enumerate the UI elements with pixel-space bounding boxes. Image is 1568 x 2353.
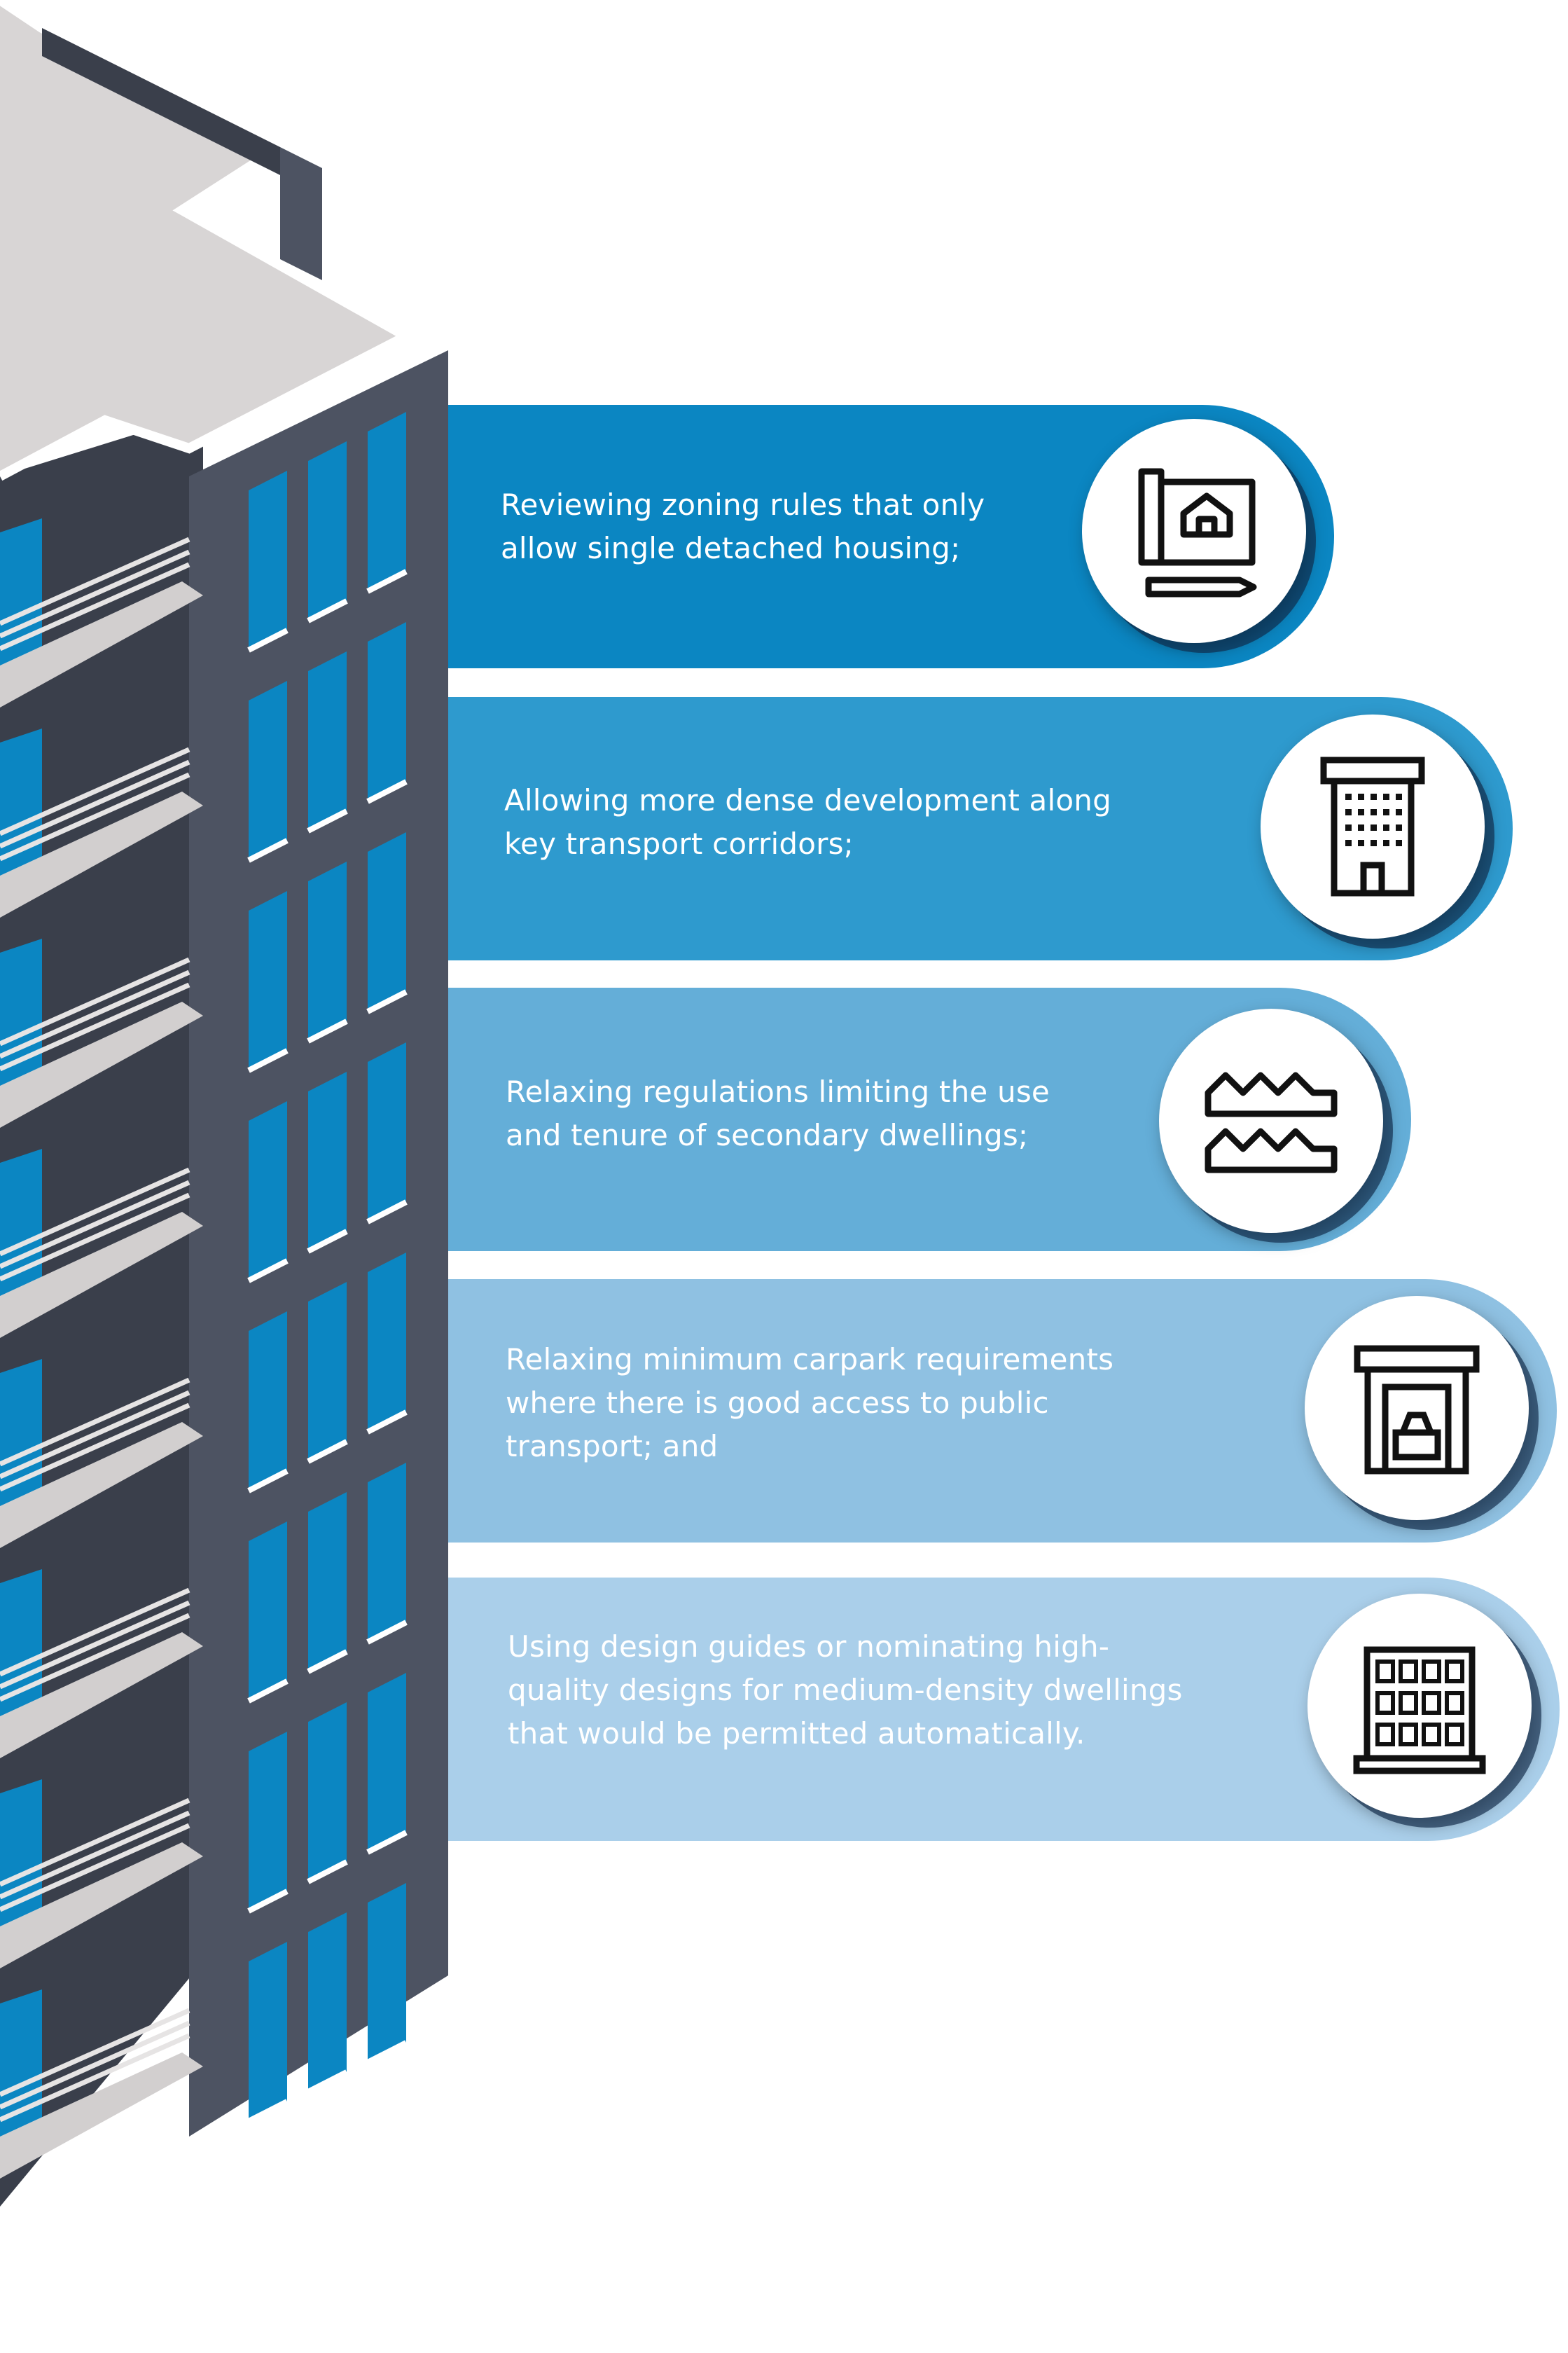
balcony-rail <box>0 562 190 651</box>
icon-badge <box>1307 1594 1532 1818</box>
window-sill <box>247 1258 289 1283</box>
balcony-rail <box>0 537 190 626</box>
window <box>308 441 347 621</box>
window <box>308 1072 347 1251</box>
balcony-rail <box>0 1587 190 1677</box>
window-sill <box>307 1019 348 1044</box>
balcony-rail <box>0 2008 190 2097</box>
balcony-rail <box>0 2020 190 2110</box>
balcony <box>0 1422 203 1548</box>
icon-badge <box>1261 715 1485 939</box>
balcony-rail <box>0 970 190 1059</box>
window <box>368 1463 406 1642</box>
balcony-rail <box>0 1797 190 1887</box>
window <box>249 471 287 650</box>
balcony-rail <box>0 772 190 862</box>
window-sill <box>247 1889 289 1914</box>
window <box>368 1042 406 1222</box>
window-sill <box>366 1199 408 1224</box>
window <box>368 832 406 1012</box>
policy-text: Relaxing minimum carpark requirements wh… <box>506 1342 1114 1463</box>
window-sill <box>247 1678 289 1704</box>
window-sill <box>366 2040 408 2065</box>
balcony-rail <box>0 957 190 1047</box>
window <box>368 1883 406 2062</box>
window <box>308 862 347 1041</box>
window-sill <box>307 1859 348 1884</box>
window-sill <box>366 1830 408 1855</box>
balcony <box>0 2052 203 2179</box>
window-sill <box>307 598 348 623</box>
window-sill <box>366 989 408 1014</box>
balcony-rail <box>0 759 190 849</box>
window-sill <box>307 808 348 834</box>
window-sill <box>307 1649 348 1674</box>
window-sill <box>366 569 408 594</box>
window <box>308 1702 347 1882</box>
window <box>249 1521 287 1701</box>
window <box>308 1492 347 1671</box>
balcony-rail <box>0 1613 190 1702</box>
window-sill <box>366 1620 408 1645</box>
window <box>308 1912 347 2092</box>
balcony-rail <box>0 747 190 836</box>
policy-text: Allowing more dense development along ke… <box>504 783 1111 861</box>
window-sill <box>247 1048 289 1073</box>
policy-text: Relaxing regulations limiting the use an… <box>506 1075 1050 1152</box>
row-houses-icon <box>1205 1072 1338 1173</box>
window <box>249 1732 287 1911</box>
balcony-rail <box>0 549 190 639</box>
balcony <box>0 581 203 708</box>
window-sill <box>247 838 289 863</box>
window <box>368 412 406 591</box>
window <box>249 681 287 860</box>
balcony-rail <box>0 1810 190 1900</box>
window <box>249 1942 287 2121</box>
garage-icon <box>1354 1345 1480 1475</box>
balcony-rail <box>0 982 190 1072</box>
building-illustration <box>0 0 448 2207</box>
apartment-block-icon <box>1353 1646 1486 1774</box>
window <box>249 1311 287 1491</box>
balcony <box>0 1632 203 1758</box>
window-sill <box>307 2069 348 2095</box>
balcony <box>0 1002 203 1128</box>
window <box>249 891 287 1070</box>
window <box>249 1101 287 1281</box>
balcony-rail <box>0 1402 190 1492</box>
window <box>368 1253 406 1432</box>
window <box>308 1282 347 1461</box>
icon-badge <box>1305 1296 1529 1520</box>
balcony-rail <box>0 1192 190 1282</box>
window-sill <box>247 2099 289 2124</box>
balcony-rail <box>0 1377 190 1467</box>
balcony <box>0 1212 203 1338</box>
window-sill <box>307 1229 348 1254</box>
window <box>308 651 347 831</box>
window-sill <box>366 779 408 804</box>
window-sill <box>307 1439 348 1464</box>
balcony-rail <box>0 1823 190 1912</box>
window <box>368 622 406 801</box>
policy-text: Using design guides or nominating high- … <box>508 1629 1183 1751</box>
balcony-rail <box>0 2033 190 2123</box>
icon-badge <box>1159 1009 1383 1233</box>
window-sill <box>366 1409 408 1435</box>
office-building-icon <box>1320 757 1425 897</box>
icon-badge <box>1082 419 1306 643</box>
balcony-rail <box>0 1167 190 1257</box>
window-sill <box>247 628 289 653</box>
balcony <box>0 1842 203 1968</box>
window-sill <box>247 1468 289 1493</box>
balcony-rail <box>0 1600 190 1690</box>
balcony-rail <box>0 1180 190 1269</box>
policy-text: Reviewing zoning rules that only allow s… <box>501 488 985 565</box>
blueprint-house-icon <box>1138 468 1257 598</box>
balcony <box>0 792 203 918</box>
balcony-rail <box>0 1390 190 1479</box>
window <box>368 1673 406 1852</box>
